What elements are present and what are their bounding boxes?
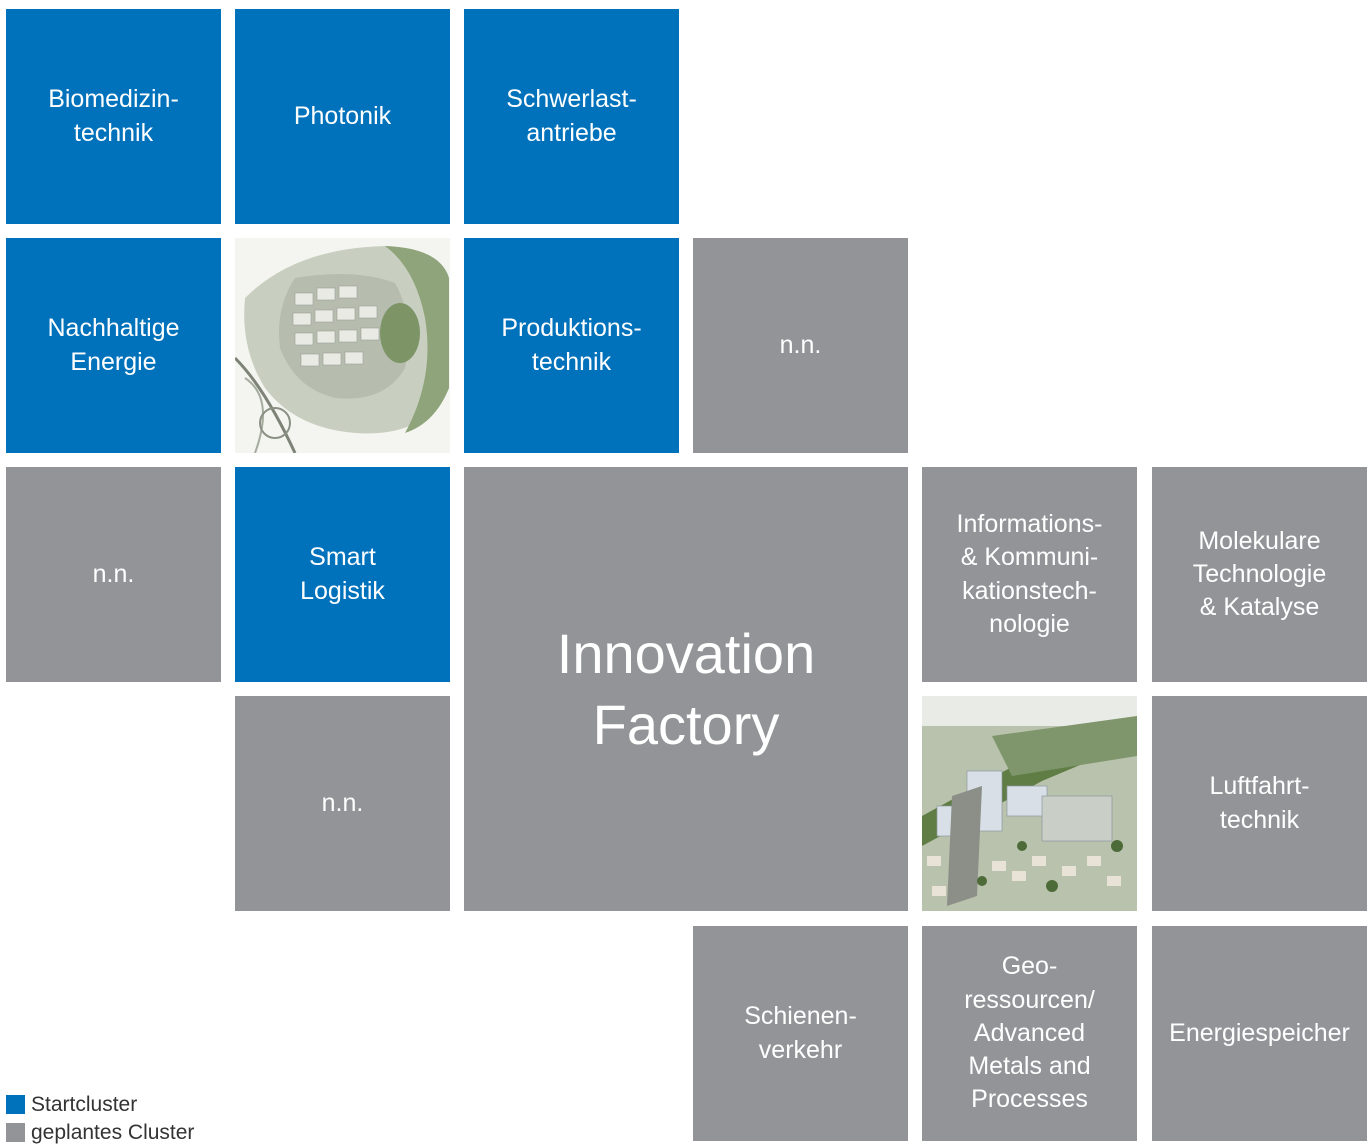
cluster-tile-nn-3: n.n. [235, 696, 450, 911]
cluster-tile-schienenverkehr: Schienen- verkehr [693, 926, 908, 1141]
campus-plan-image [235, 238, 450, 453]
cluster-label: Schienen- verkehr [744, 1002, 857, 1064]
campus-aerial-image [922, 696, 1137, 911]
legend-start: Startcluster [6, 1094, 137, 1115]
cluster-label: n.n. [321, 788, 364, 817]
innovation-factory-label: Innovation Factory [556, 621, 816, 756]
cluster-label: Biomedizin- technik [48, 85, 179, 147]
cluster-tile-nn-1: n.n. [693, 238, 908, 453]
legend-start-label: Startcluster [31, 1093, 138, 1116]
legend-planned-label: geplantes Cluster [31, 1121, 195, 1144]
cluster-label: Molekulare Technologie & Katalyse [1192, 526, 1327, 622]
legend-start-swatch [6, 1095, 25, 1114]
cluster-label: Schwerlast- antriebe [506, 85, 637, 147]
cluster-tile-schwerlastantriebe: Schwerlast- antriebe [464, 9, 679, 224]
cluster-label: Smart Logistik [300, 543, 385, 605]
cluster-tile-biomedizintechnik: Biomedizin- technik [6, 9, 221, 224]
cluster-label: n.n. [92, 559, 135, 588]
cluster-label: n.n. [779, 330, 822, 359]
cluster-label: Energiespeicher [1169, 1018, 1350, 1047]
cluster-tile-georessourcen: Geo- ressourcen/ Advanced Metals and Pro… [922, 926, 1137, 1141]
cluster-label: Photonik [293, 101, 392, 130]
cluster-label: Luftfahrt- technik [1209, 772, 1310, 834]
cluster-label: Nachhaltige Energie [47, 314, 180, 376]
cluster-tile-luftfahrttechnik: Luftfahrt- technik [1152, 696, 1367, 911]
cluster-tile-smart-logistik: Smart Logistik [235, 467, 450, 682]
cluster-label: Geo- ressourcen/ Advanced Metals and Pro… [964, 952, 1095, 1114]
legend-planned-swatch [6, 1123, 25, 1142]
cluster-label: Informations- & Kommuni- kationstech- no… [956, 510, 1103, 638]
cluster-label: Produktions- technik [501, 314, 642, 376]
innovation-factory-tile: Innovation Factory [464, 467, 908, 911]
cluster-tile-nn-2: n.n. [6, 467, 221, 682]
cluster-tile-produktionstechnik: Produktions- technik [464, 238, 679, 453]
cluster-tile-nachhaltige-energie: Nachhaltige Energie [6, 238, 221, 453]
cluster-tile-energiespeicher: Energiespeicher [1152, 926, 1367, 1141]
cluster-tile-molekulare-technologie: Molekulare Technologie & Katalyse [1152, 467, 1367, 682]
cluster-tile-photonik: Photonik [235, 9, 450, 224]
legend-planned: geplantes Cluster [6, 1122, 194, 1143]
cluster-tile-ikt: Informations- & Kommuni- kationstech- no… [922, 467, 1137, 682]
